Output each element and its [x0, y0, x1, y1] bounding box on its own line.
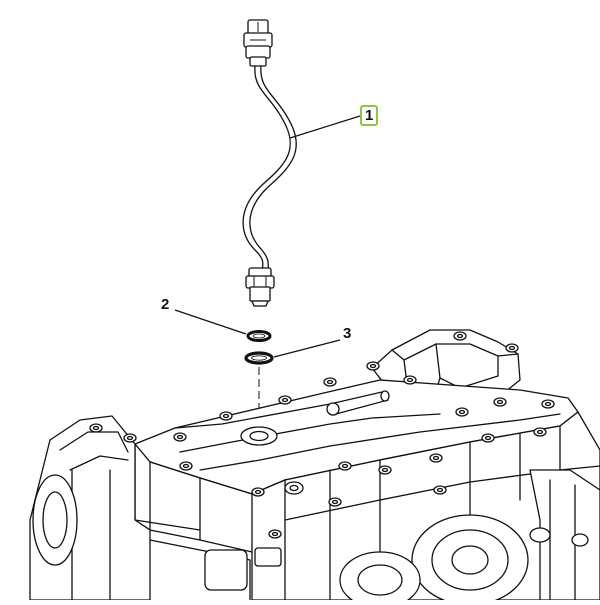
sensor-body: [245, 267, 275, 307]
sensor-mounting-boss: [240, 426, 278, 446]
sensor-wire: [242, 65, 297, 271]
leader-line-1: [289, 115, 361, 139]
transmission-housing: [29, 329, 600, 605]
callout-2: 2: [161, 296, 170, 313]
top-shaft: [326, 390, 390, 416]
sensor-connector: [243, 19, 273, 67]
sensor-assembly: [242, 19, 361, 307]
o-ring-large: [244, 351, 274, 365]
callout-1: 1: [360, 105, 379, 126]
o-ring-small: [246, 330, 272, 342]
leader-line-2: [174, 309, 247, 335]
callout-3: 3: [343, 325, 352, 342]
leader-line-3: [273, 339, 341, 358]
housing-bolts: [89, 331, 555, 539]
